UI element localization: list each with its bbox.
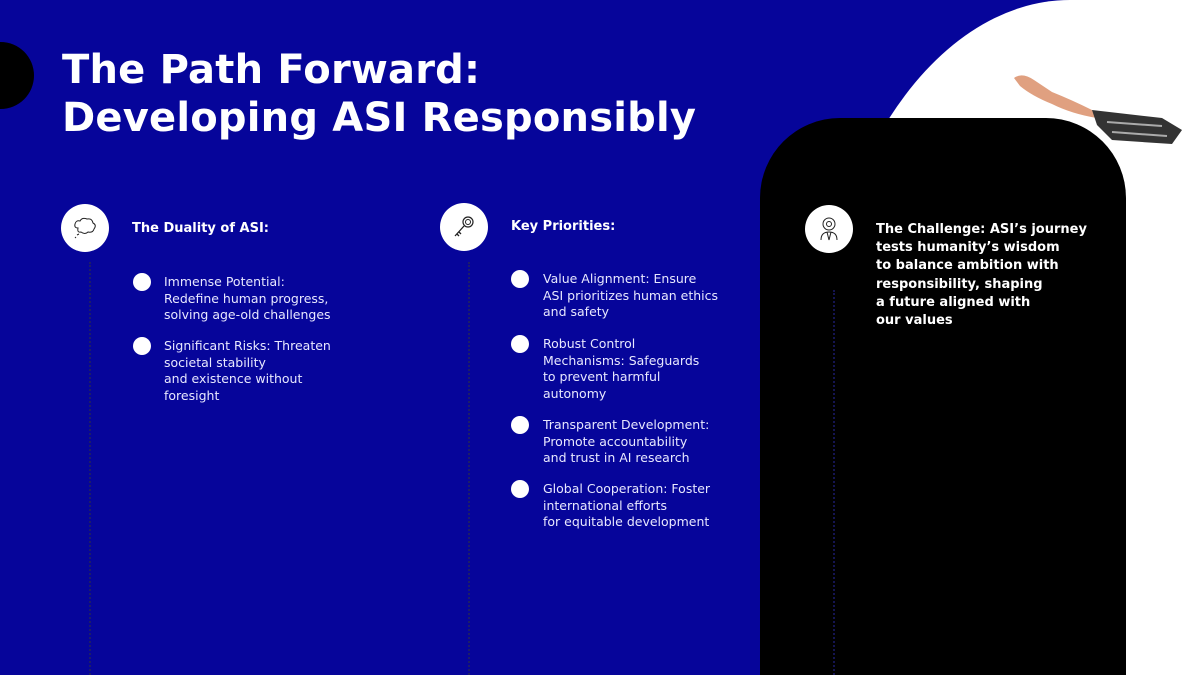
decorative-half-circle (0, 42, 34, 109)
challenge-line: to balance ambition with (876, 258, 1059, 274)
priorities-heading: Key Priorities: (511, 219, 616, 234)
bullet-dot (511, 480, 529, 498)
list-item-line: for equitable development (543, 514, 710, 529)
challenge-text: The Challenge: ASI’s journey tests human… (876, 221, 1096, 330)
timeline-dots-2 (468, 262, 470, 675)
list-item-line: Immense Potential: (164, 274, 285, 289)
list-item-line: Redefine human progress, (164, 290, 329, 306)
list-item-line: Mechanisms: Safeguards (543, 352, 700, 368)
list-item-line: to prevent harmful (543, 369, 661, 384)
robot-arm-image (1014, 75, 1182, 144)
duality-heading: The Duality of ASI: (132, 221, 269, 236)
challenge-line: The Challenge: ASI’s journey (876, 222, 1087, 237)
list-item-line: ASI prioritizes human ethics (543, 287, 719, 303)
list-item-line: Promote accountability (543, 433, 688, 449)
list-item-line: foresight (164, 387, 220, 403)
list-item-line: Robust Control (543, 336, 636, 351)
title-line-2: Developing ASI Responsibly (62, 95, 697, 141)
list-item-line: Significant Risks: Threaten (164, 338, 331, 353)
list-item-line: autonomy (543, 385, 607, 401)
list-item-line: Value Alignment: Ensure (543, 271, 697, 286)
list-item-line: solving age-old challenges (164, 307, 331, 322)
bullet-dot (133, 273, 151, 291)
challenge-card (760, 118, 1126, 675)
list-item-line: Transparent Development: (543, 417, 710, 432)
timeline-dots-1 (89, 262, 91, 675)
list-item-line: Global Cooperation: Foster (543, 481, 711, 496)
list-item: Immense Potential:Redefine human progres… (164, 274, 344, 324)
list-item-line: societal stability (164, 354, 266, 370)
challenge-line: a future aligned with (876, 294, 1031, 310)
timeline-dots-3 (833, 290, 835, 675)
list-item-line: and trust in AI research (543, 450, 690, 465)
list-item-line: and existence without (164, 371, 303, 386)
bullet-dot (511, 416, 529, 434)
bullet-dot (133, 337, 151, 355)
list-item: Transparent Development:Promote accounta… (543, 417, 723, 467)
list-item-line: international efforts (543, 497, 668, 513)
robot-person-icon (805, 205, 853, 253)
challenge-line: tests humanity’s wisdom (876, 240, 1060, 256)
bullet-dot (511, 270, 529, 288)
list-item-line: and safety (543, 304, 610, 319)
key-icon (440, 203, 488, 251)
bullet-dot (511, 335, 529, 353)
title-line-1: The Path Forward: (62, 47, 481, 93)
challenge-line: our values (876, 313, 953, 329)
page-title: The Path Forward:Developing ASI Responsi… (62, 46, 696, 142)
challenge-line: responsibility, shaping (876, 276, 1043, 292)
thought-cloud-icon (61, 204, 109, 252)
